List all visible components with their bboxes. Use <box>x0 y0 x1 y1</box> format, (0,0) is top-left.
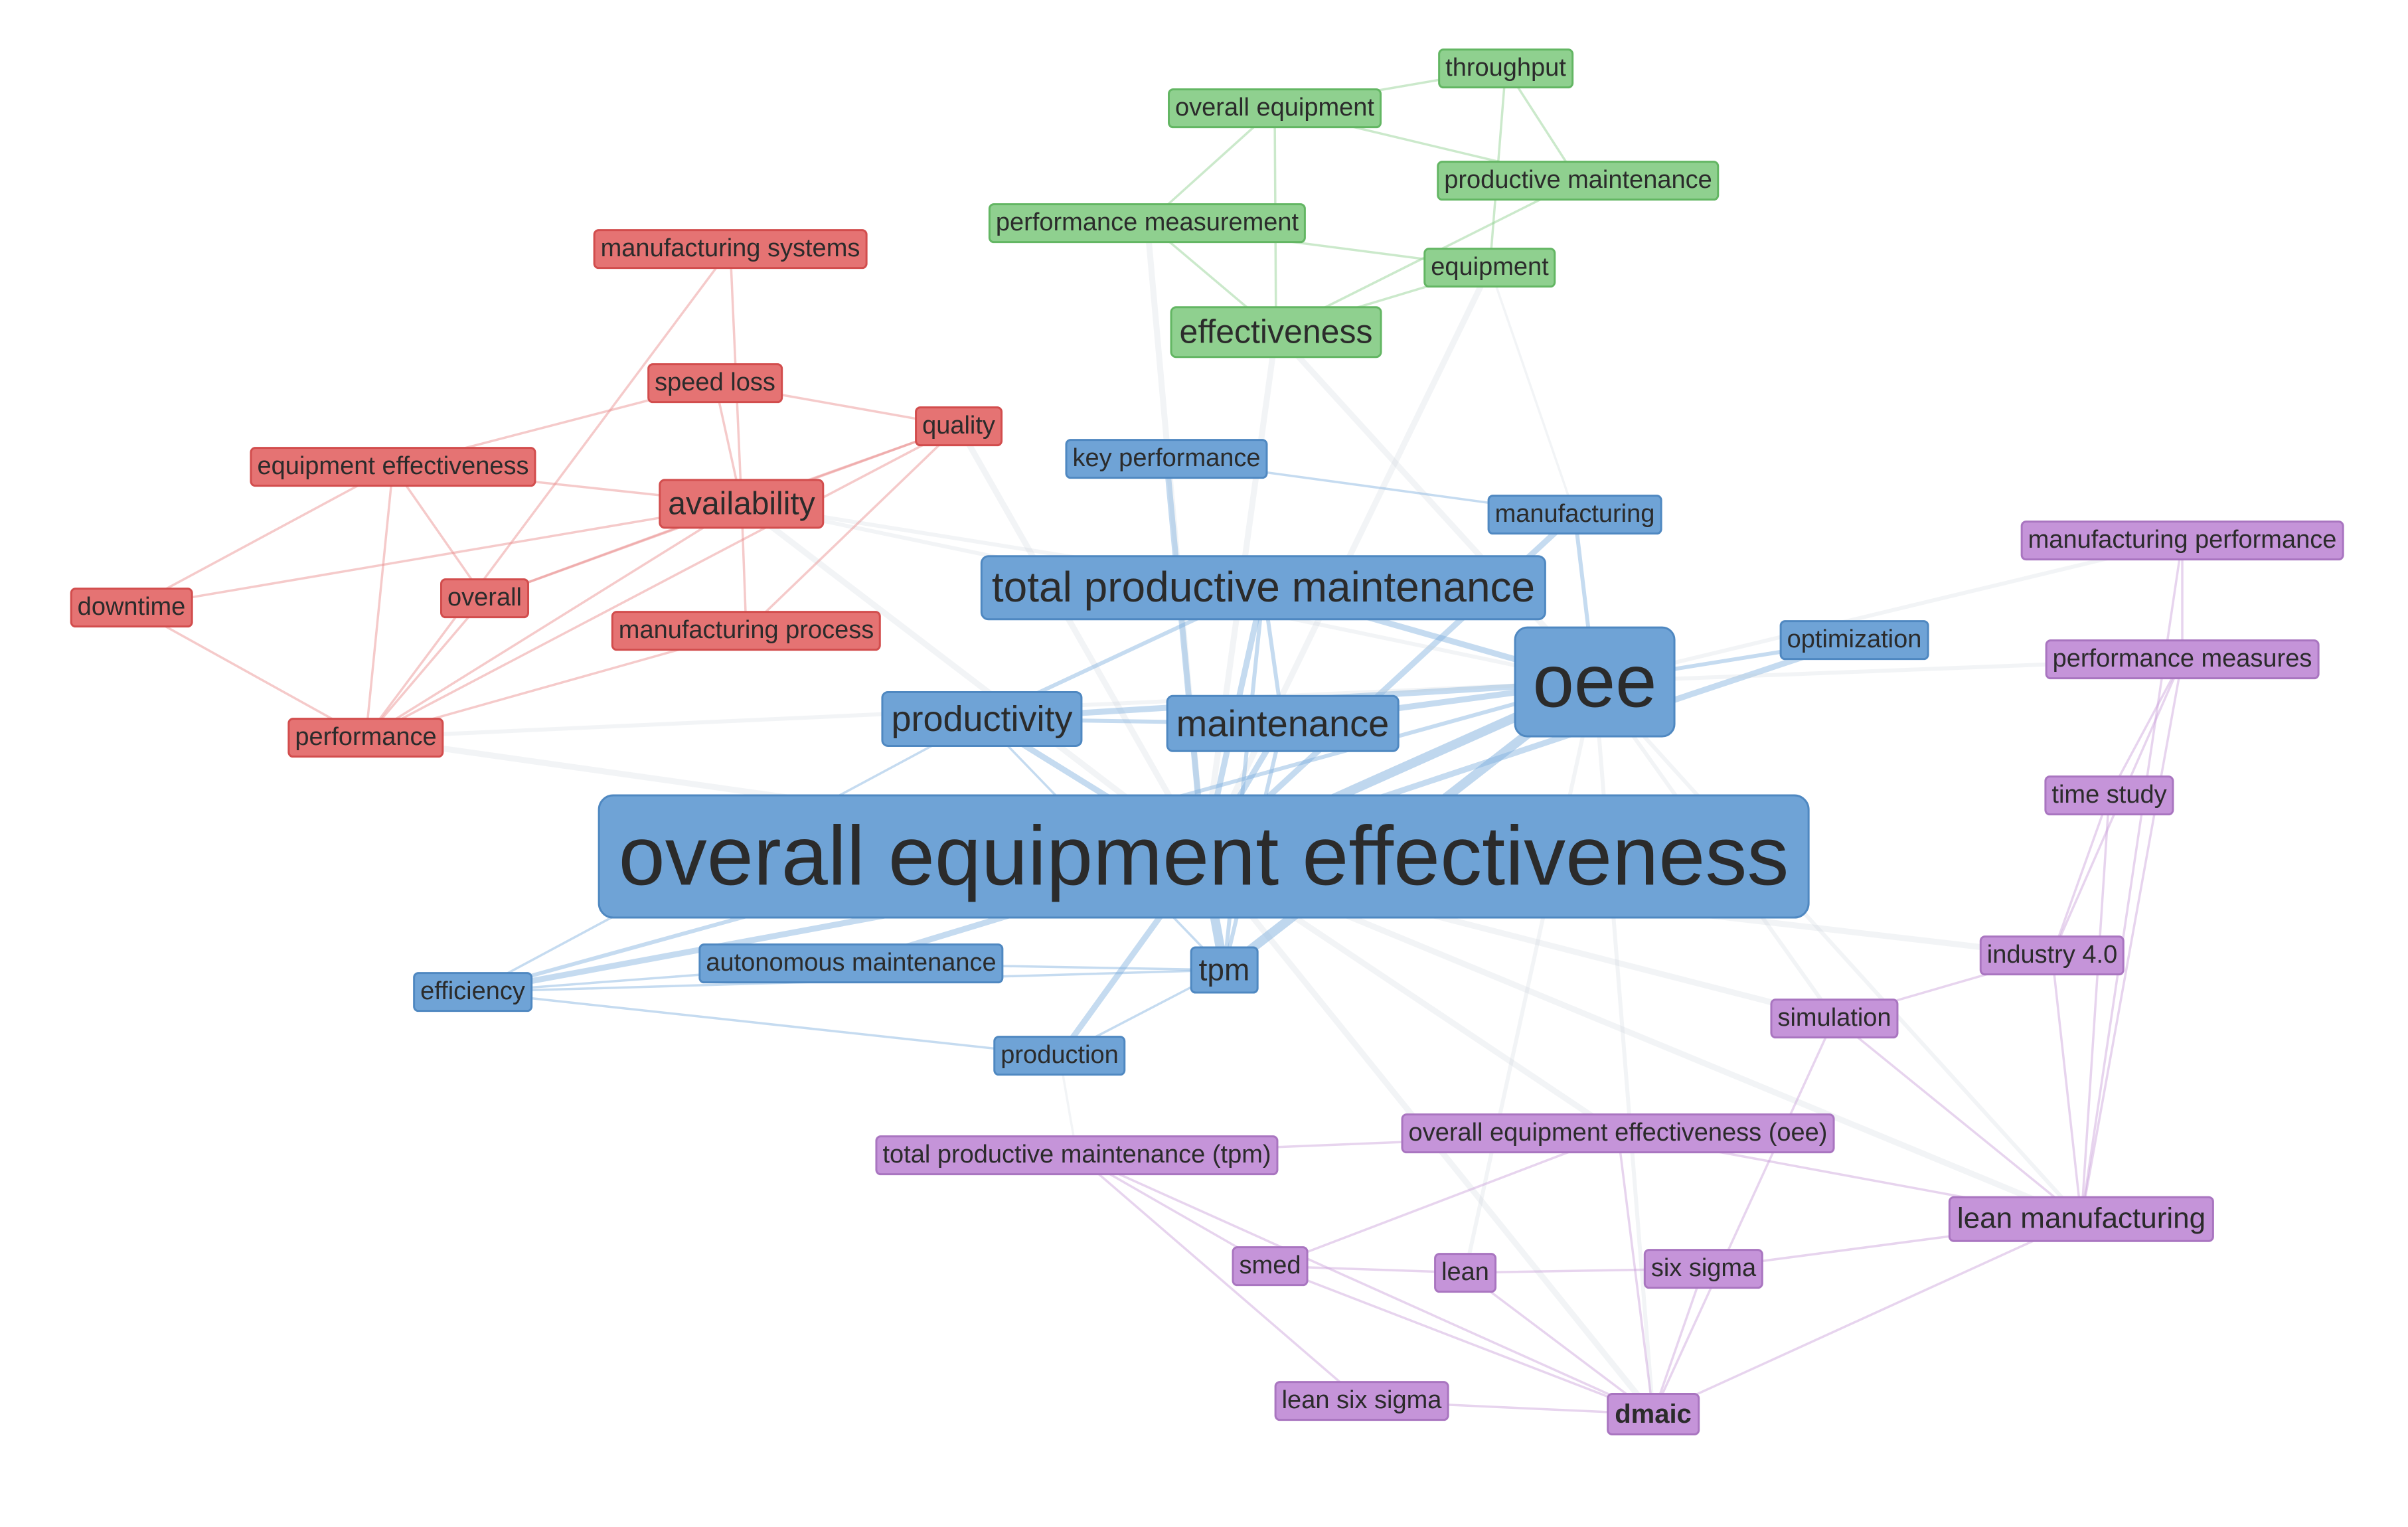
node-performance-measures[interactable]: performance measures <box>2045 639 2320 679</box>
node-lean-manufacturing[interactable]: lean manufacturing <box>1948 1196 2215 1242</box>
edge-industry-4-0--time-study <box>2051 794 2111 957</box>
edge-availability--performance <box>364 503 743 739</box>
edge-lean-manufacturing--performance-measures <box>2080 658 2184 1220</box>
edge-dmaic--six-sigma <box>1652 1267 1705 1415</box>
edge-time-study--performance-measures <box>2108 658 2184 797</box>
edge-oee-paren--smed <box>1269 1132 1619 1267</box>
node-manufacturing[interactable]: manufacturing <box>1487 495 1662 534</box>
edge-tpm-paren--lean-six-sigma <box>1076 1154 1363 1402</box>
edge-oee--effectiveness <box>1273 329 1598 685</box>
node-total-productive-maintenance[interactable]: total productive maintenance <box>980 555 1547 620</box>
edge-manufacturing-process--quality <box>745 425 960 632</box>
node-efficiency[interactable]: efficiency <box>413 972 532 1012</box>
node-productivity[interactable]: productivity <box>881 690 1083 748</box>
node-production[interactable]: production <box>993 1036 1126 1076</box>
node-productive-maintenance[interactable]: productive maintenance <box>1437 161 1720 201</box>
edge-lean-manufacturing--time-study <box>2080 794 2111 1220</box>
node-oee-paren[interactable]: overall equipment effectiveness (oee) <box>1401 1113 1835 1153</box>
edge-overall-equipment-effectiveness--quality <box>955 423 1207 860</box>
node-equipment[interactable]: equipment <box>1423 248 1556 287</box>
edge-dmaic--lean <box>1464 1271 1654 1415</box>
node-manufacturing-performance[interactable]: manufacturing performance <box>2020 521 2344 560</box>
node-manufacturing-systems[interactable]: manufacturing systems <box>593 229 868 269</box>
edge-dmaic--smed <box>1269 1265 1654 1415</box>
node-tpm-paren[interactable]: total productive maintenance (tpm) <box>875 1135 1279 1175</box>
node-six-sigma[interactable]: six sigma <box>1643 1249 1764 1289</box>
edge-manufacturing-systems--performance <box>364 248 732 739</box>
node-simulation[interactable]: simulation <box>1770 999 1899 1038</box>
edge-dmaic--simulation <box>1652 1017 1836 1415</box>
edge-manufacturing--equipment <box>1488 266 1576 516</box>
node-smed[interactable]: smed <box>1232 1246 1309 1286</box>
node-tpm[interactable]: tpm <box>1190 946 1259 994</box>
edge-equipment-effectiveness--overall <box>392 465 486 600</box>
node-downtime[interactable]: downtime <box>70 588 193 627</box>
node-manufacturing-process[interactable]: manufacturing process <box>611 611 882 651</box>
node-performance-measurement[interactable]: performance measurement <box>988 203 1307 243</box>
edge-performance--overall <box>364 597 486 739</box>
node-speed-loss[interactable]: speed loss <box>647 363 783 403</box>
edge-overall-equipment-effectiveness--key-performance <box>1163 455 1207 860</box>
node-throughput[interactable]: throughput <box>1438 48 1573 88</box>
node-equipment-effectiveness[interactable]: equipment effectiveness <box>250 447 536 487</box>
edge-oee--lean-manufacturing <box>1593 680 2083 1221</box>
node-maintenance[interactable]: maintenance <box>1166 694 1400 753</box>
node-overall-equipment-effectiveness[interactable]: overall equipment effectiveness <box>598 794 1810 919</box>
edge-availability--downtime <box>130 503 743 609</box>
node-overall-equipment[interactable]: overall equipment <box>1168 88 1382 128</box>
edge-dmaic--lean-manufacturing <box>1652 1218 2083 1415</box>
edge-performance--downtime <box>130 606 367 739</box>
edge-dmaic--tpm-paren <box>1076 1154 1654 1415</box>
node-quality[interactable]: quality <box>915 406 1003 446</box>
node-effectiveness[interactable]: effectiveness <box>1170 306 1382 358</box>
edge-dmaic--oee-paren <box>1617 1132 1654 1415</box>
edge-performance--equipment-effectiveness <box>364 465 394 739</box>
node-oee[interactable]: oee <box>1514 626 1676 738</box>
edge-quality--performance <box>364 425 960 739</box>
node-autonomous-maintenance[interactable]: autonomous maintenance <box>698 943 1004 983</box>
edge-oee--manufacturing-performance <box>1593 538 2184 684</box>
node-performance[interactable]: performance <box>287 718 444 758</box>
edge-equipment-effectiveness--downtime <box>130 465 394 609</box>
node-dmaic[interactable]: dmaic <box>1607 1393 1700 1435</box>
edge-lean-manufacturing--industry-4-0 <box>2051 954 2083 1220</box>
node-overall[interactable]: overall <box>440 578 529 618</box>
edge-efficiency--production <box>471 991 1061 1057</box>
node-availability[interactable]: availability <box>659 479 825 529</box>
edge-lean-manufacturing--simulation <box>1833 1017 2083 1220</box>
node-key-performance[interactable]: key performance <box>1065 439 1268 479</box>
node-time-study[interactable]: time study <box>2044 775 2174 815</box>
node-lean-six-sigma[interactable]: lean six sigma <box>1274 1381 1449 1421</box>
node-industry-4-0[interactable]: industry 4.0 <box>1979 935 2125 975</box>
node-lean[interactable]: lean <box>1434 1253 1496 1293</box>
node-optimization[interactable]: optimization <box>1779 620 1929 660</box>
edge-oee--lean <box>1463 680 1597 1275</box>
